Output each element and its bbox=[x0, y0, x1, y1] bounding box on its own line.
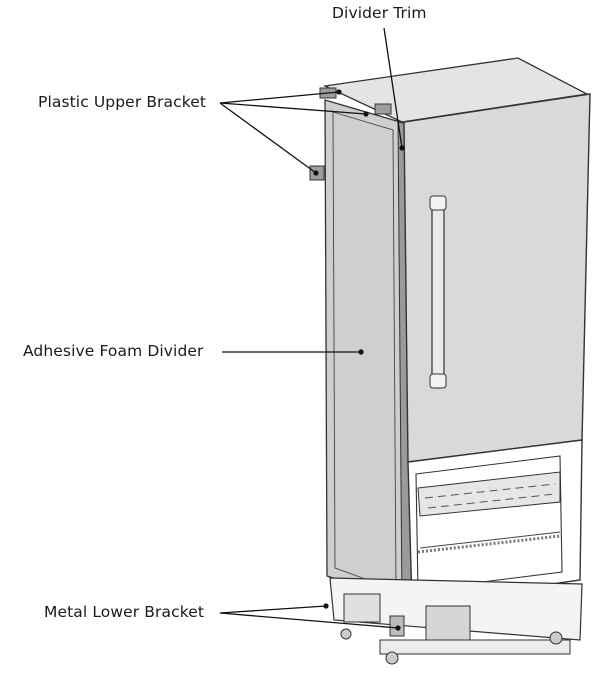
drawer-bottom-edge bbox=[419, 531, 561, 549]
rail-slots bbox=[424, 483, 556, 499]
compressor-unit bbox=[425, 605, 471, 643]
leader-lower-bracket-2 bbox=[219, 612, 399, 629]
leader-dot-bracket-1 bbox=[336, 89, 342, 95]
leveling-leg-front-right bbox=[549, 631, 563, 645]
leader-upper-bracket-2 bbox=[219, 102, 367, 115]
leader-dot-lower-bracket-1 bbox=[323, 603, 329, 609]
callout-adhesive-foam-divider: Adhesive Foam Divider bbox=[23, 342, 204, 360]
door-handle bbox=[431, 197, 445, 389]
callout-divider-trim: Divider Trim bbox=[332, 4, 427, 22]
handle-mount-top bbox=[429, 195, 447, 211]
upper-bracket-top-right bbox=[374, 103, 392, 115]
base-kickplate bbox=[379, 639, 571, 655]
callout-plastic-upper-bracket: Plastic Upper Bracket bbox=[38, 93, 207, 111]
leader-lower-bracket-1 bbox=[219, 605, 327, 614]
lower-bracket-left bbox=[343, 593, 381, 623]
freezer-drawer bbox=[415, 455, 563, 591]
leader-dot-divider-trim bbox=[399, 145, 405, 151]
leader-dot-foam-divider bbox=[358, 349, 364, 355]
foam-divider-panel bbox=[324, 99, 405, 603]
leader-dot-bracket-3 bbox=[313, 170, 319, 176]
leveling-leg-rear-left bbox=[340, 628, 352, 640]
leader-dot-lower-bracket-2 bbox=[395, 625, 401, 631]
drawer-front-rail bbox=[417, 471, 561, 517]
leader-upper-bracket-1 bbox=[219, 91, 340, 104]
leveling-leg-front-left bbox=[385, 651, 399, 665]
leader-divider-trim bbox=[383, 27, 403, 149]
callout-metal-lower-bracket: Metal Lower Bracket bbox=[44, 603, 205, 621]
leader-dot-bracket-2 bbox=[363, 111, 369, 117]
leader-upper-bracket-3 bbox=[219, 102, 317, 174]
rail-slots-lower bbox=[427, 493, 556, 509]
handle-mount-bottom bbox=[429, 373, 447, 389]
